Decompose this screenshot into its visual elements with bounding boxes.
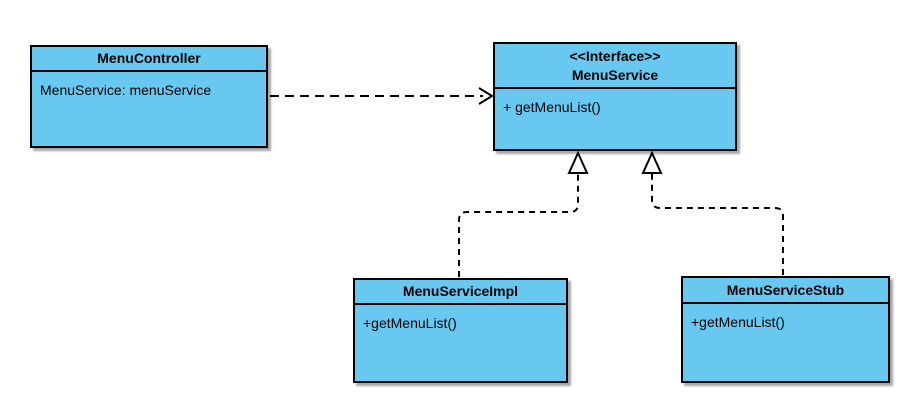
class-box-menucontroller[interactable]: MenuController MenuService: menuService [30, 45, 268, 148]
class-stereotype: <<Interface>> [569, 47, 661, 64]
class-title: MenuServiceImpl [355, 280, 566, 305]
class-member: +getMenuList() [691, 314, 785, 330]
class-name: MenuService [571, 66, 659, 83]
realization-connector-menuserviceimpl-to-menuservice [458, 150, 589, 277]
class-members: +getMenuList() [683, 304, 888, 331]
class-member: +getMenuList() [363, 315, 457, 331]
class-box-menuservicestub[interactable]: MenuServiceStub +getMenuList() [681, 276, 890, 383]
class-title: <<Interface>> MenuService [495, 44, 735, 89]
class-box-menuservice[interactable]: <<Interface>> MenuService + getMenuList(… [493, 42, 737, 151]
class-box-menuserviceimpl[interactable]: MenuServiceImpl +getMenuList() [353, 278, 568, 383]
class-title: MenuServiceStub [683, 278, 888, 304]
open-arrowhead-icon [478, 87, 494, 105]
realization-connector-menuservicestub-to-menuservice [641, 150, 784, 275]
realization-dashed-line [458, 174, 579, 277]
hollow-triangle-arrowhead-icon [567, 150, 589, 174]
dependency-connector-menucontroller-to-menuservice [270, 87, 494, 105]
class-members: + getMenuList() [495, 89, 735, 116]
realization-dashed-line [651, 174, 784, 275]
class-member: MenuService: menuService [40, 82, 212, 98]
class-members: +getMenuList() [355, 305, 566, 332]
class-title: MenuController [32, 47, 266, 72]
class-name: MenuServiceImpl [402, 283, 519, 300]
hollow-triangle-arrowhead-icon [641, 150, 663, 174]
class-name: MenuServiceStub [726, 281, 845, 298]
class-member: + getMenuList() [503, 99, 601, 115]
class-members: MenuService: menuService [32, 72, 266, 99]
class-name: MenuController [97, 50, 201, 67]
